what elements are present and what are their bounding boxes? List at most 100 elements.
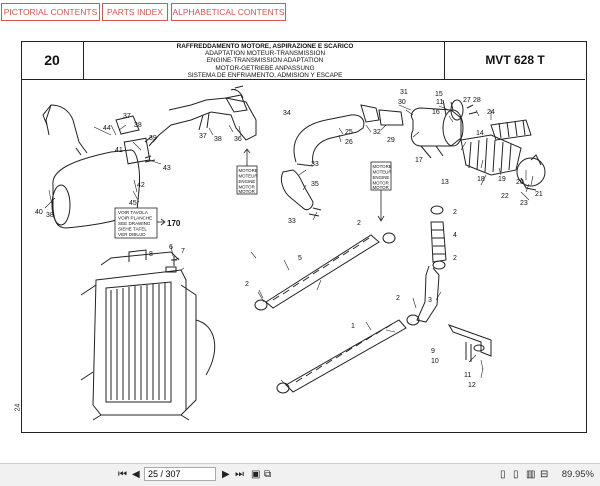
callout: 33 bbox=[288, 218, 296, 225]
callout: 2 bbox=[396, 295, 400, 302]
drawing-sheet bbox=[21, 41, 587, 433]
model-label: MVT 628 T bbox=[444, 41, 585, 79]
callout: 22 bbox=[501, 193, 509, 200]
callout: 44 bbox=[103, 125, 111, 132]
motor-line: MOTORE bbox=[239, 168, 258, 173]
motor-line: MOTORE bbox=[373, 164, 392, 169]
callout-labels: 37 38 44 39 41 43 42 45 40 38 36 37 38 3… bbox=[35, 89, 543, 389]
callout: 2 bbox=[357, 220, 361, 227]
exploded-parts-diagram: 37 38 44 39 41 43 42 45 40 38 36 37 38 3… bbox=[35, 85, 546, 421]
alphabetical-contents-button[interactable]: ALPHABETICAL CONTENTS bbox=[171, 3, 286, 21]
air-filter-drawing bbox=[410, 99, 546, 191]
motor-line: ENGINE bbox=[239, 179, 256, 184]
zoom-icon[interactable]: ⊟ bbox=[540, 469, 549, 480]
callout: 2 bbox=[453, 255, 457, 262]
callout: 41 bbox=[115, 147, 123, 154]
callout: 31 bbox=[400, 89, 408, 96]
fit-page-icon[interactable]: ▣ bbox=[251, 469, 261, 480]
callout: 21 bbox=[535, 191, 543, 198]
callout: 39 bbox=[149, 135, 157, 142]
ref-line: SEE DRAWING bbox=[118, 221, 151, 226]
title-es: SISTEMA DE ENFRIAMENTO, ADMISION Y ESCAP… bbox=[187, 71, 343, 79]
hoses-drawing bbox=[254, 205, 447, 394]
bracket-drawing bbox=[447, 324, 492, 362]
drawing-reference-box: VOIR TAVOLA VOIR PLANCHE SEE DRAWING SIE… bbox=[114, 207, 181, 239]
callout: 42 bbox=[137, 182, 145, 189]
callout: 36 bbox=[234, 136, 242, 143]
callout: 1 bbox=[351, 323, 355, 330]
exhaust-pipe-drawing bbox=[144, 85, 257, 147]
callout: 7 bbox=[181, 248, 185, 255]
fit-width-icon[interactable]: ⧉ bbox=[264, 469, 272, 480]
callout: 24 bbox=[487, 109, 495, 116]
callout: 25 bbox=[345, 129, 353, 136]
continuous-icon[interactable]: ▥ bbox=[526, 469, 536, 480]
sheet-header: 20 RAFFREDDAMENTO MOTORE, ASPIRAZIONE E … bbox=[21, 41, 585, 80]
first-page-icon[interactable]: ⏮ bbox=[118, 469, 127, 480]
callout: 43 bbox=[163, 165, 171, 172]
callout: 32 bbox=[373, 129, 381, 136]
callout: 11 bbox=[436, 99, 443, 106]
motor-line: MOTOR bbox=[239, 185, 255, 190]
callout: 29 bbox=[387, 137, 395, 144]
callout: 38 bbox=[134, 122, 142, 129]
title-fr: ADAPTATION MOTEUR-TRANSMISSION bbox=[204, 50, 326, 58]
ref-line: VOIR TAVOLA bbox=[118, 210, 149, 215]
callout: 30 bbox=[398, 99, 406, 106]
callout: 23 bbox=[520, 200, 528, 207]
callout: 40 bbox=[35, 209, 43, 216]
callout: 27 bbox=[463, 97, 471, 104]
callout: 4 bbox=[453, 232, 457, 239]
single-page-icon[interactable]: ▯ bbox=[500, 469, 506, 480]
sheet-side-mark: 24 bbox=[14, 403, 22, 412]
motor-line: MOTEUR bbox=[239, 174, 258, 179]
callout: 5 bbox=[298, 255, 302, 262]
callout: 34 bbox=[283, 110, 291, 117]
page-number: 20 bbox=[21, 41, 84, 79]
callout: 2 bbox=[453, 209, 457, 216]
callout: 37 bbox=[123, 113, 131, 120]
parts-index-button[interactable]: PARTS INDEX bbox=[102, 3, 168, 21]
motor-line: MOTOR bbox=[373, 185, 389, 190]
callout: 14 bbox=[476, 130, 484, 137]
callout: 12 bbox=[468, 382, 476, 389]
callout: 11 bbox=[464, 372, 471, 379]
callout: 3 bbox=[428, 297, 432, 304]
title-en: ENGINE-TRANSMISSION ADAPTATION bbox=[206, 57, 324, 65]
engine-reference-box-1: MOTORE MOTEUR ENGINE MOTOR MOTOR bbox=[236, 148, 258, 195]
callout: 33 bbox=[311, 161, 319, 168]
last-page-icon[interactable]: ⏭ bbox=[235, 469, 244, 480]
intake-duct-drawing bbox=[280, 104, 404, 217]
ref-line: SIEHE TAFEL bbox=[118, 227, 147, 232]
prev-page-icon[interactable]: ◀ bbox=[132, 469, 140, 480]
callout: 18 bbox=[477, 176, 485, 183]
title-de: MOTOR-GETRIEBE ANPASSUNG bbox=[215, 64, 315, 72]
title-it: RAFFREDDAMENTO MOTORE, ASPIRAZIONE E SCA… bbox=[176, 43, 354, 50]
callout: 13 bbox=[441, 179, 449, 186]
zoom-level[interactable]: 89.95% bbox=[561, 469, 594, 480]
motor-line: ENGINE bbox=[373, 175, 390, 180]
pictorial-contents-button[interactable]: PICTORIAL CONTENTS bbox=[1, 3, 100, 21]
small-parts-drawing bbox=[165, 256, 177, 273]
callout: 17 bbox=[415, 157, 423, 164]
callout: 19 bbox=[498, 176, 506, 183]
two-page-icon[interactable]: ▯ bbox=[513, 469, 519, 480]
page-number-input[interactable] bbox=[144, 467, 216, 481]
callout: 16 bbox=[432, 109, 440, 116]
viewer-toolbar: ⏮ ◀ ▶ ⏭ ▣ ⧉ ▯ ▯ ▥ ⊟ 89.95% bbox=[0, 463, 600, 486]
engine-reference-box-2: MOTORE MOTEUR ENGINE MOTOR MOTOR bbox=[370, 161, 392, 222]
motor-line: MOTOR bbox=[373, 181, 389, 186]
ref-number: 170 bbox=[167, 219, 181, 228]
callout: 2 bbox=[245, 281, 249, 288]
callout: 26 bbox=[345, 139, 353, 146]
next-page-icon[interactable]: ▶ bbox=[222, 469, 230, 480]
callout: 8 bbox=[149, 251, 153, 258]
ref-line: VOIR PLANCHE bbox=[118, 216, 152, 221]
callout: 28 bbox=[473, 97, 481, 104]
callout: 35 bbox=[311, 181, 319, 188]
motor-line: MOTEUR bbox=[373, 170, 392, 175]
callout: 20 bbox=[516, 179, 524, 186]
callout: 10 bbox=[431, 358, 439, 365]
callout: 38 bbox=[214, 136, 222, 143]
callout: 9 bbox=[431, 348, 435, 355]
